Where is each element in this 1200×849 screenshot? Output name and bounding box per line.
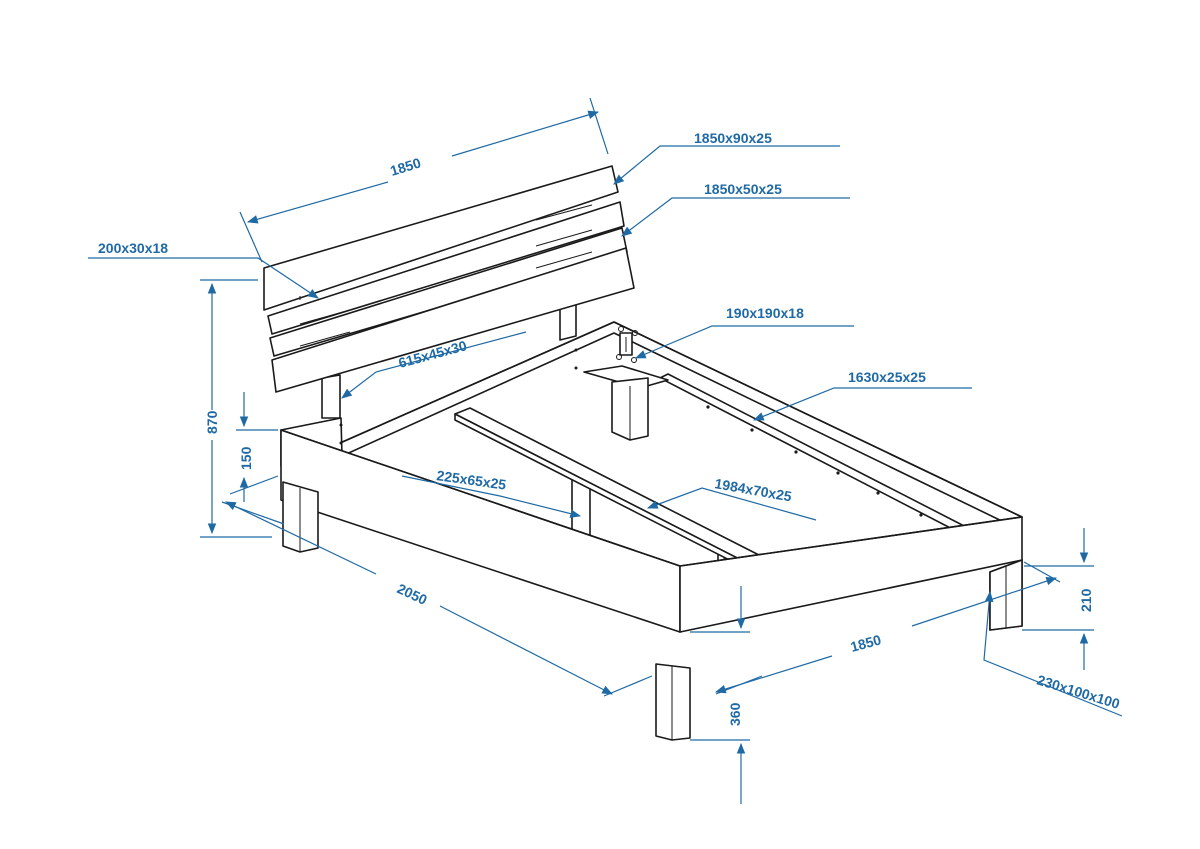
screw-marks [339,348,578,445]
leader-middle-boards: 1850x50x25 [621,181,850,237]
headboard-joints [299,204,593,347]
leader-top-board: 1850x90x25 [613,130,840,185]
bracket-icon [616,326,638,363]
corner-block [583,365,669,441]
leader-headboard-post: 200x30x18 [88,240,319,299]
label-frame-height: 150 [238,446,254,470]
label-middle-boards: 1850x50x25 [704,181,782,197]
center-beam [454,407,813,595]
label-top-board: 1850x90x25 [694,130,772,146]
label-frame-width: 1850 [849,631,883,655]
label-length: 2050 [395,580,430,608]
dim-leg-vis-height: 210 [1022,528,1094,670]
headboard-slat-2 [267,201,625,335]
leg-front-left [282,481,319,553]
head-post [321,293,577,419]
headboard-slat-4 [271,247,635,393]
label-total-height: 870 [204,410,220,434]
dim-leg-height: 360 [690,586,750,804]
label-leg-vis-height: 210 [1078,588,1094,612]
dim-frame-width: 1850 [714,561,1061,695]
label-leg-size: 230x100x100 [1035,672,1122,712]
leader-side-ledger: 1630x25x25 [752,369,972,421]
leader-corner-block: 190x190x18 [635,305,854,359]
dim-frame-height: 150 [229,392,279,502]
label-leg-height: 360 [727,702,743,726]
label-side-ledger: 1630x25x25 [848,369,926,385]
dim-total-height: 870 [200,279,272,538]
bed-drawing [263,165,1023,741]
label-headboard-width: 1850 [388,154,423,178]
label-corner-block: 190x190x18 [726,305,804,321]
headboard-slat-1 [263,165,619,311]
headboard [263,165,635,393]
dim-headboard-width: 1850 [239,97,609,263]
leg-front-middle [655,663,691,741]
ledger-screw-holes [706,405,923,517]
frame-front [280,417,1023,633]
label-headboard-post: 200x30x18 [98,240,168,256]
